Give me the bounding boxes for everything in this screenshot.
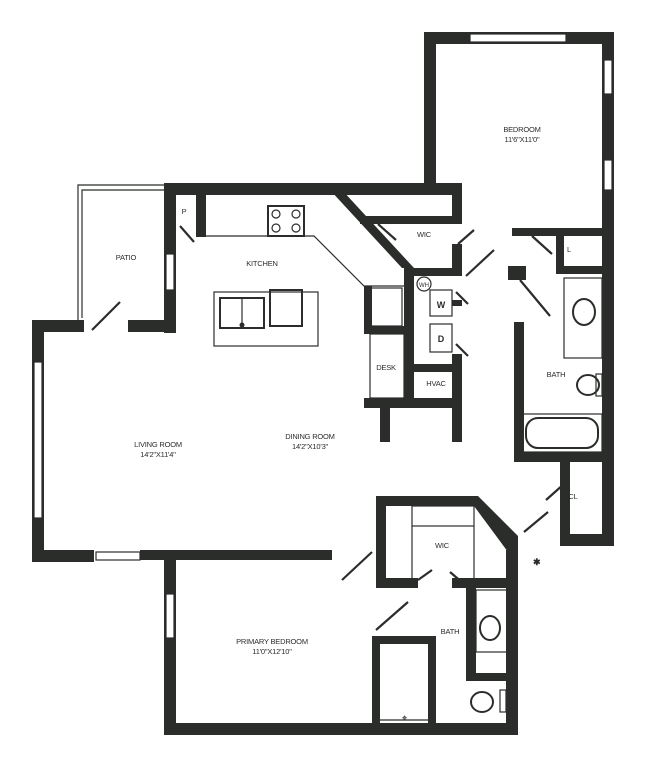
shelf-marker-icon: ▪: [514, 272, 516, 278]
vanity: [563, 277, 603, 359]
lower-bath-fixtures: [380, 505, 509, 721]
desk: [369, 333, 405, 399]
windows: [33, 33, 613, 639]
bedroom-size: 11'6"X11'0": [505, 135, 540, 144]
toilet-icon: [470, 691, 494, 713]
dining-room-size: 14'2"X10'3": [292, 442, 329, 451]
vanity: [475, 589, 509, 653]
washer-label: W: [437, 300, 446, 310]
drain-icon: ✥: [402, 715, 407, 722]
patio-label: PATIO: [116, 253, 137, 262]
desk-label: DESK: [376, 363, 396, 372]
water-heater-label: WH: [419, 283, 429, 289]
bath-lower-label: BATH: [441, 627, 460, 636]
primary-bedroom-label: PRIMARY BEDROOM: [236, 637, 308, 646]
labels: BEDROOM 11'6"X11'0" PATIO KITCHEN P WIC …: [116, 125, 578, 656]
kitchen-label: KITCHEN: [246, 259, 278, 268]
dishwasher-icon: [269, 289, 303, 327]
kitchen-island: [213, 291, 319, 347]
wic-upper-label: WIC: [417, 230, 432, 239]
upper-bath-fixtures: [519, 277, 603, 453]
toilet-icon: [576, 374, 600, 396]
water-heater-icon: [416, 276, 432, 292]
dining-room-label: DINING ROOM: [285, 432, 334, 441]
dryer-icon: [429, 323, 453, 353]
linen-label: L: [567, 245, 571, 254]
closet-label: CL: [568, 492, 577, 501]
bathtub-icon: [525, 417, 599, 449]
primary-bedroom-size: 11'0"X12'10": [252, 647, 292, 656]
pantry-label: P: [182, 207, 187, 216]
hvac-label: HVAC: [426, 379, 446, 388]
bath-sink-icon: [572, 298, 596, 326]
bedroom-label: BEDROOM: [503, 125, 540, 134]
washer-icon: [429, 289, 453, 317]
bath-upper-label: BATH: [547, 370, 566, 379]
bath-sink-icon: [479, 615, 501, 641]
doors: [91, 223, 565, 631]
patio: [77, 184, 164, 320]
dryer-label: D: [438, 334, 445, 344]
kitchen-fixtures: [206, 205, 404, 347]
laundry: [369, 276, 453, 399]
asterisk-icon: ✱: [533, 557, 541, 567]
wic-shelf: [411, 505, 475, 527]
wic-lower-label: WIC: [435, 541, 450, 550]
stove-icon: [267, 205, 305, 237]
fridge-icon: [365, 287, 403, 327]
living-room-size: 14'2"X11'4": [140, 450, 176, 459]
living-room-label: LIVING ROOM: [134, 440, 182, 449]
